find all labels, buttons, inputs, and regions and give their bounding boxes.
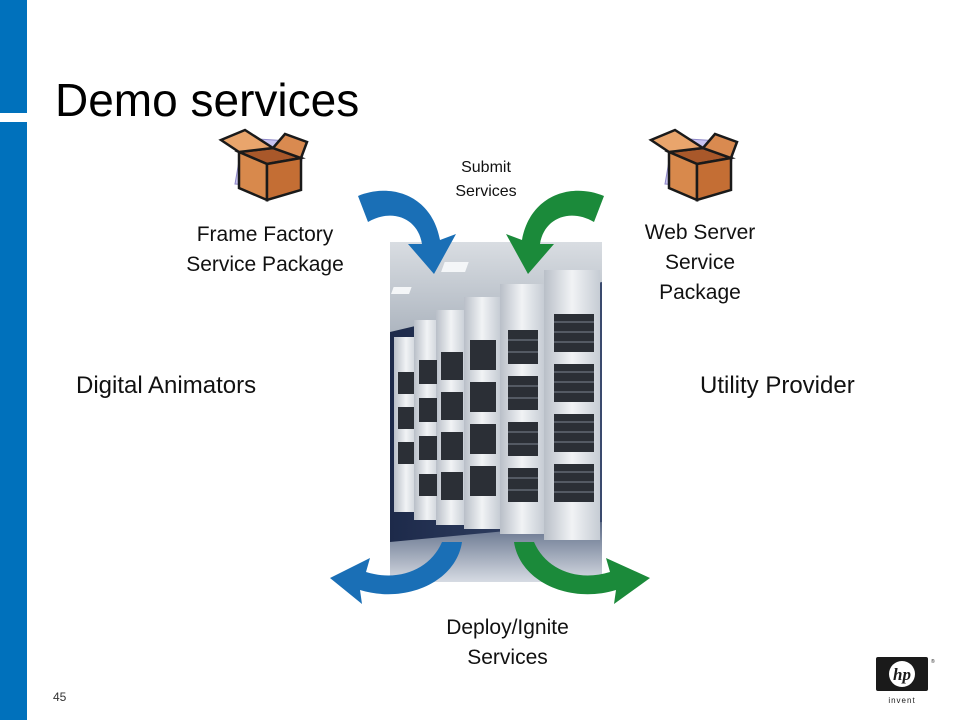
utility-provider-label: Utility Provider [700,372,855,399]
svg-text:®: ® [931,658,935,665]
slide-title: Demo services [55,74,360,126]
accent-bar-divider [0,113,27,122]
svg-text:invent: invent [888,696,915,705]
hp-invent-logo: hp ® invent [876,657,935,705]
deploy-arrow-blue [330,542,462,604]
web-server-label: Web Server Service Package [644,221,756,304]
deploy-services-label: Deploy/Ignite Services [446,616,569,669]
submit-arrow-green [506,190,604,274]
submit-arrow-blue [358,190,456,274]
digital-animators-label: Digital Animators [76,372,257,399]
deploy-arrow-green [514,542,650,604]
package-box-icon-right [648,128,739,202]
svg-text:hp: hp [893,665,911,684]
frame-factory-label: Frame Factory Service Package [186,223,344,276]
accent-bar-top [0,0,27,113]
submit-services-label: Submit Services [455,159,517,200]
package-box-icon-left [218,128,309,202]
page-number: 45 [53,690,67,704]
accent-bar-bottom [0,122,27,720]
server-room-photo [390,242,602,582]
